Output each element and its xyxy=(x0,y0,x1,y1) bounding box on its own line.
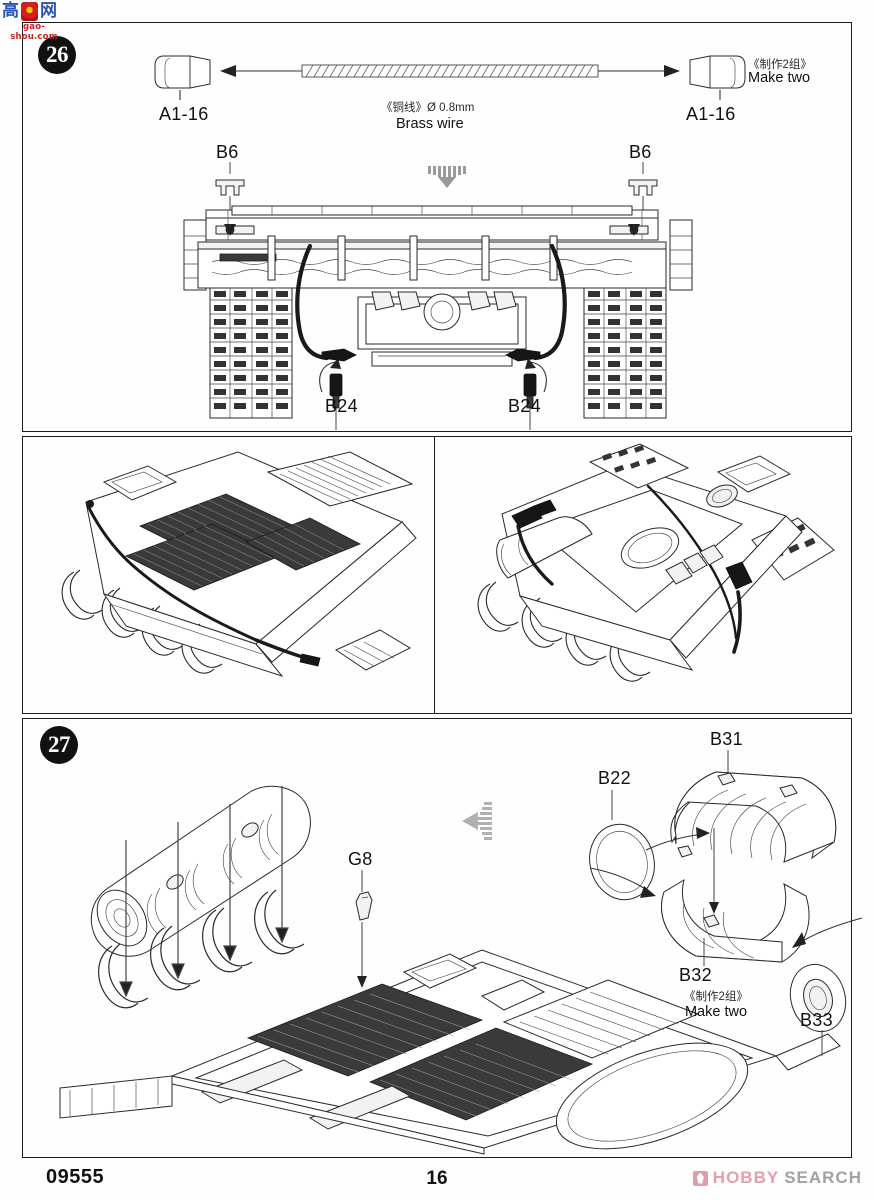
step-27-panel xyxy=(22,718,852,1158)
step-26-badge: 26 xyxy=(38,36,76,74)
rear-plate xyxy=(197,241,667,289)
track-right-upper xyxy=(588,443,690,489)
page-number: 16 xyxy=(426,1168,448,1189)
b6-placement-arrows xyxy=(224,224,640,236)
photo-panel-divider xyxy=(434,437,435,713)
deck-louvers xyxy=(502,979,700,1059)
b6-clamp-shape xyxy=(215,179,245,196)
label-b32: B32 xyxy=(679,965,712,985)
site-watermark-chars: 高 网 xyxy=(2,2,66,21)
part-b31-half-shell xyxy=(670,750,837,863)
note-make-two-en-step26: Make two xyxy=(748,70,811,86)
label-b33: B33 xyxy=(800,1010,833,1030)
tank-hull-top-drawing xyxy=(59,949,841,1155)
g8-pin-shape xyxy=(355,891,373,921)
fender-edges xyxy=(183,219,693,291)
assembly-direction-arrow-icon xyxy=(428,166,466,188)
routed-cable-left xyxy=(86,500,321,667)
site-watermark-char-2: 网 xyxy=(40,1,57,21)
round-hatch xyxy=(620,527,680,569)
fitting-cluster-right xyxy=(665,544,724,585)
site-watermark-char-1: 高 xyxy=(2,1,19,21)
note-brass-wire-en: Brass wire xyxy=(396,116,464,132)
label-g8: G8 xyxy=(348,849,373,869)
label-b6-right: B6 xyxy=(629,142,652,162)
ignition-cables xyxy=(295,243,567,362)
engine-deck-right xyxy=(496,455,792,641)
wire-arrow-left xyxy=(220,65,302,77)
part-b24-left xyxy=(319,358,343,409)
note-make-two-en-step27: Make two xyxy=(684,1004,748,1020)
part-g8-icon xyxy=(355,870,373,988)
hull-side-plate xyxy=(59,1075,485,1155)
hobby-search-word-2: SEARCH xyxy=(784,1168,862,1187)
note-make-two-cn-step26: 《制作2组》 xyxy=(748,59,812,71)
filler-cap xyxy=(706,484,738,508)
b31-shell-body xyxy=(670,771,837,863)
site-watermark: 高 网 gao-shou.com xyxy=(2,2,66,42)
coiled-wire xyxy=(301,64,599,78)
hobby-search-logo-icon xyxy=(692,1170,708,1186)
fuel-drum-assembly xyxy=(90,785,311,957)
detail-illustration-right xyxy=(477,443,835,682)
lower-hull-left xyxy=(102,521,417,677)
b6-clamp-shape xyxy=(628,179,658,196)
hull-tail-right xyxy=(775,1033,841,1071)
drum-mount-straps xyxy=(98,786,305,1009)
drum-strap-bosses xyxy=(166,822,259,890)
left-track xyxy=(209,287,293,419)
detail-photos-panel xyxy=(22,436,852,714)
label-b6-left: B6 xyxy=(216,142,239,162)
routed-cable-right xyxy=(511,484,753,654)
b32-shell-body xyxy=(661,878,810,963)
hull-deck-27 xyxy=(170,949,778,1150)
label-a1-16-right: A1-16 xyxy=(686,104,736,124)
note-brass-wire-cn: 《铜线》Ø 0.8mm xyxy=(381,102,475,114)
track-fragment-left xyxy=(334,629,412,671)
label-b22: B22 xyxy=(598,768,631,788)
label-a1-16-left: A1-16 xyxy=(159,104,209,124)
fuel-drum-body xyxy=(90,785,311,957)
deck-mesh-b xyxy=(368,1027,594,1121)
tank-rear-assembly-drawing xyxy=(183,205,693,430)
hobby-search-watermark: HOBBY SEARCH xyxy=(692,1168,862,1188)
step-26-panel xyxy=(22,22,852,432)
label-b31: B31 xyxy=(710,729,743,749)
site-watermark-url: gao-shou.com xyxy=(10,22,58,42)
part-b24-right xyxy=(523,358,547,409)
part-b22-disc xyxy=(589,790,710,901)
rear-differential-assembly xyxy=(357,291,527,367)
step-27-badge: 27 xyxy=(40,726,78,764)
kit-number: 09555 xyxy=(46,1166,105,1188)
label-b24-left: B24 xyxy=(325,396,358,416)
hobby-search-word-1: HOBBY xyxy=(712,1168,780,1187)
turret-ring xyxy=(555,1042,749,1150)
site-watermark-seal-icon xyxy=(21,2,38,21)
part-b33-disc xyxy=(789,963,847,1056)
wire-arrow-right xyxy=(598,65,680,77)
deck-mesh-a xyxy=(246,983,484,1077)
mesh-grille-c xyxy=(245,517,361,571)
right-track xyxy=(583,287,667,419)
wire-end-fitting-left xyxy=(154,55,211,89)
label-b24-right: B24 xyxy=(508,396,541,416)
upper-hull-plate xyxy=(205,205,659,241)
brass-wire-diagram xyxy=(154,55,746,100)
part-b32-half-shell xyxy=(589,828,863,966)
note-make-two-cn-step27: 《制作2组》 xyxy=(684,991,748,1003)
mesh-grille-b xyxy=(124,523,282,591)
assembly-direction-arrow-icon-2 xyxy=(462,802,492,840)
detail-illustration-left xyxy=(61,451,417,677)
louver-panel xyxy=(266,451,414,507)
wire-end-fitting-right xyxy=(689,55,746,89)
